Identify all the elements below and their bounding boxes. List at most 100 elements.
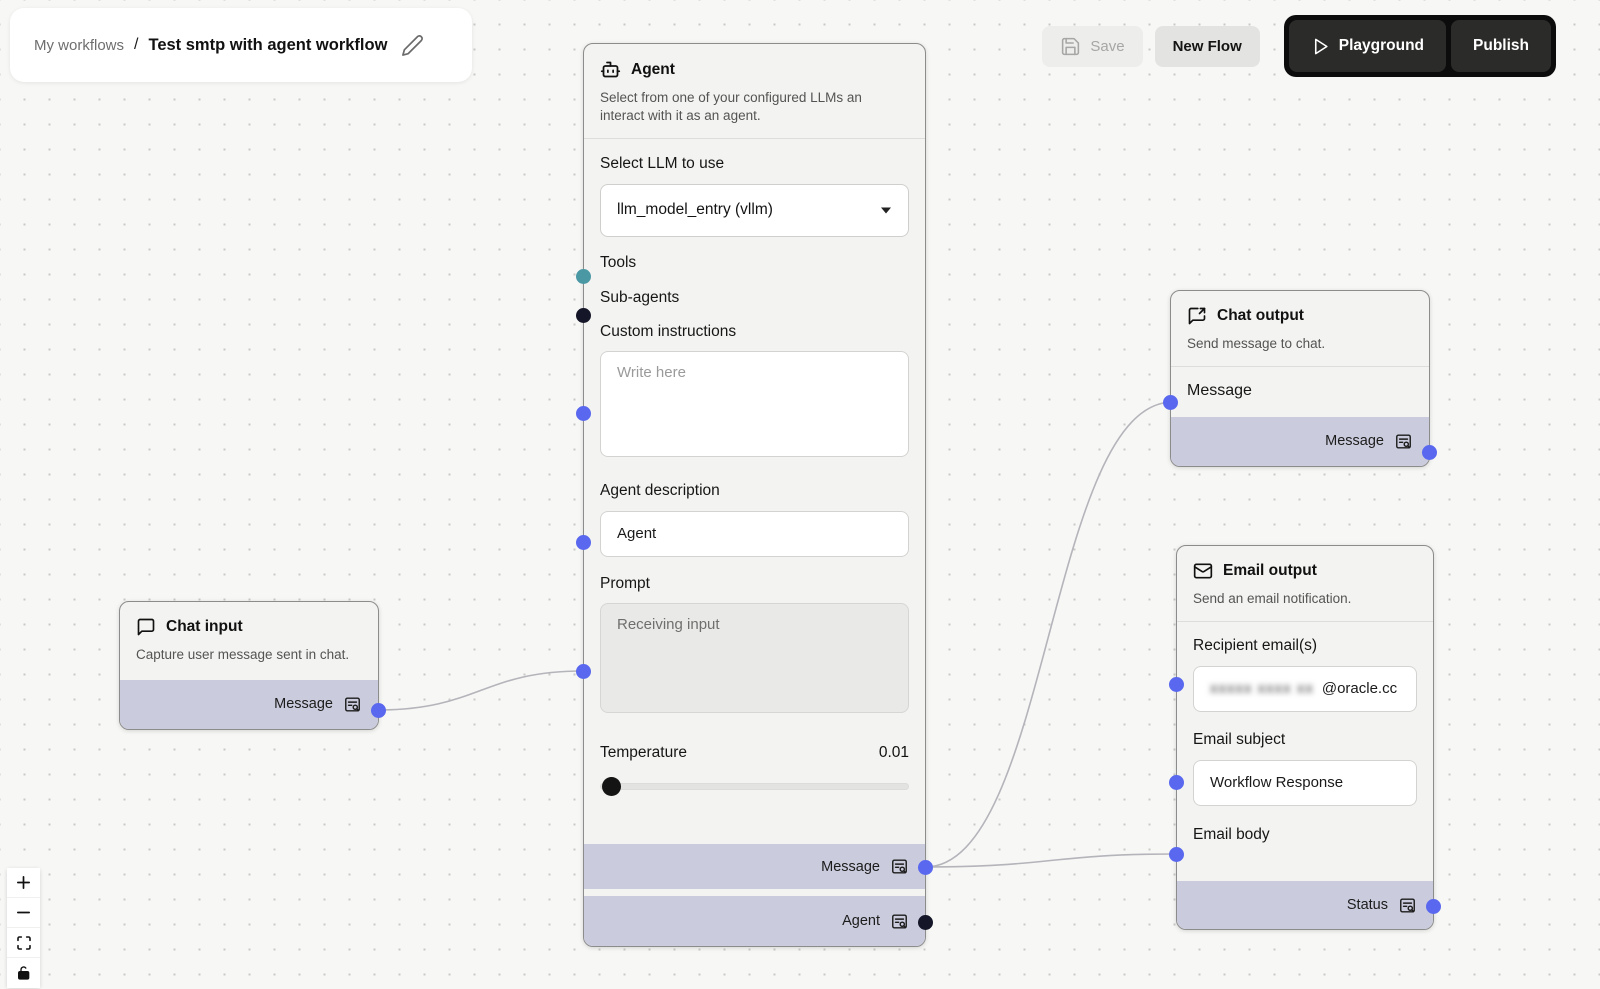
node-title: Agent <box>631 60 675 78</box>
node-title: Chat input <box>166 618 243 635</box>
workflow-title: Test smtp with agent workflow <box>148 35 388 54</box>
output-row-status: Status <box>1177 881 1433 929</box>
subject-input[interactable] <box>1193 759 1417 806</box>
recipient-redacted-text: xxxxx xxxx xx <box>1210 680 1314 698</box>
mail-icon <box>1193 563 1213 579</box>
breadcrumb-my-workflows[interactable]: My workflows <box>34 36 125 54</box>
handle-agent-custom-instructions-in[interactable] <box>576 406 591 421</box>
play-icon <box>1314 38 1328 54</box>
plus-icon <box>16 875 31 890</box>
fit-view-button[interactable] <box>7 928 40 958</box>
temperature-slider[interactable] <box>600 776 909 796</box>
chat-bubble-icon <box>137 618 155 636</box>
agent-description-label: Agent description <box>600 481 720 499</box>
zoom-out-button[interactable] <box>7 898 40 928</box>
node-title: Chat output <box>1217 307 1304 324</box>
handle-email-subject-in[interactable] <box>1169 775 1184 790</box>
node-description: Select from one of your configured LLMs … <box>600 90 862 123</box>
breadcrumb: My workflows / Test smtp with agent work… <box>10 8 472 82</box>
save-icon <box>1062 37 1080 55</box>
inspect-output-icon[interactable] <box>1394 432 1413 451</box>
llm-select-value: llm_model_entry (vllm) <box>617 201 773 219</box>
edge-chatinput-to-agent-prompt[interactable] <box>377 670 584 711</box>
publish-label: Publish <box>1473 37 1529 54</box>
custom-instructions-textarea[interactable] <box>600 350 909 457</box>
handle-agent-subagents-in[interactable] <box>576 308 591 323</box>
new-flow-button[interactable]: New Flow <box>1154 25 1260 67</box>
chat-export-icon <box>1188 307 1206 325</box>
output-row-message: Message <box>1171 416 1429 466</box>
inspect-output-icon[interactable] <box>890 912 909 931</box>
handle-chatinput-message-out[interactable] <box>371 703 386 718</box>
canvas-controls <box>7 868 40 988</box>
handle-email-status-out[interactable] <box>1426 899 1441 914</box>
subject-label: Email subject <box>1193 730 1286 748</box>
run-actions-group: Playground Publish <box>1283 15 1556 77</box>
handle-agent-tools-in[interactable] <box>576 269 591 284</box>
handle-chatoutput-message-out[interactable] <box>1422 445 1437 460</box>
lock-button[interactable] <box>7 958 40 988</box>
minus-icon <box>16 911 31 914</box>
pencil-icon <box>402 34 424 56</box>
output-label: Status <box>1346 897 1388 913</box>
subagents-label: Sub-agents <box>600 288 680 306</box>
body-label: Email body <box>1193 825 1270 843</box>
playground-button[interactable]: Playground <box>1288 20 1447 72</box>
toolbar: Save New Flow Playground Publish <box>1042 0 1556 92</box>
recipient-visible-text: @oracle.cc <box>1321 680 1398 698</box>
custom-instructions-label: Custom instructions <box>600 322 737 340</box>
handle-agent-message-out[interactable] <box>918 860 933 875</box>
recipient-input[interactable]: xxxxx xxxx xx @oracle.cc <box>1193 665 1417 712</box>
new-flow-label: New Flow <box>1172 37 1242 55</box>
zoom-in-button[interactable] <box>7 868 40 898</box>
temperature-value: 0.01 <box>878 743 909 761</box>
llm-select-label: Select LLM to use <box>600 154 725 172</box>
playground-label: Playground <box>1338 37 1425 54</box>
chevron-down-icon <box>881 207 891 214</box>
recipient-label: Recipient email(s) <box>1193 636 1318 654</box>
temperature-label: Temperature <box>600 743 688 761</box>
node-agent[interactable]: Agent Select from one of your configured… <box>576 43 933 947</box>
agent-description-input[interactable] <box>600 510 909 557</box>
edge-agent-to-emailbody[interactable] <box>924 853 1177 868</box>
tools-label: Tools <box>600 253 637 271</box>
output-row-message: Message <box>584 844 925 889</box>
output-label: Message <box>1325 433 1384 450</box>
output-row-agent: Agent <box>584 896 925 946</box>
llm-select[interactable]: llm_model_entry (vllm) <box>600 183 909 237</box>
output-label: Message <box>821 858 880 875</box>
prompt-label: Prompt <box>600 574 650 592</box>
handle-agent-description-in[interactable] <box>576 535 591 550</box>
save-label: Save <box>1090 37 1125 55</box>
handle-agent-agent-out[interactable] <box>918 915 933 930</box>
save-button[interactable]: Save <box>1042 25 1143 67</box>
handle-chatoutput-message-in[interactable] <box>1163 395 1178 410</box>
node-email-output[interactable]: Email output Send an email notification.… <box>1169 545 1441 930</box>
output-label: Agent <box>842 913 880 929</box>
handle-email-body-in[interactable] <box>1169 847 1184 862</box>
slider-knob[interactable] <box>602 776 621 796</box>
handle-email-recipient-in[interactable] <box>1169 677 1184 692</box>
node-chat-output[interactable]: Chat output Send message to chat. Messag… <box>1163 290 1437 467</box>
prompt-textarea <box>600 602 909 713</box>
node-chat-input[interactable]: Chat input Capture user message sent in … <box>119 601 386 730</box>
publish-button[interactable]: Publish <box>1451 20 1551 72</box>
inspect-output-icon[interactable] <box>343 695 362 714</box>
handle-agent-prompt-in[interactable] <box>576 664 591 679</box>
node-description: Send message to chat. <box>1187 336 1326 351</box>
message-input-label: Message <box>1187 381 1252 399</box>
slider-track <box>600 782 909 790</box>
lock-icon <box>17 966 29 980</box>
breadcrumb-separator: / <box>134 36 139 53</box>
output-row-message: Message <box>120 679 378 729</box>
node-title: Email output <box>1223 562 1317 579</box>
bot-icon <box>600 61 621 78</box>
output-label: Message <box>274 696 333 713</box>
edit-title-button[interactable] <box>401 34 424 57</box>
fit-view-icon <box>16 935 31 950</box>
edge-agent-to-chatoutput[interactable] <box>924 401 1174 868</box>
node-description: Capture user message sent in chat. <box>136 647 350 662</box>
inspect-output-icon[interactable] <box>1398 896 1417 915</box>
inspect-output-icon[interactable] <box>890 857 909 876</box>
